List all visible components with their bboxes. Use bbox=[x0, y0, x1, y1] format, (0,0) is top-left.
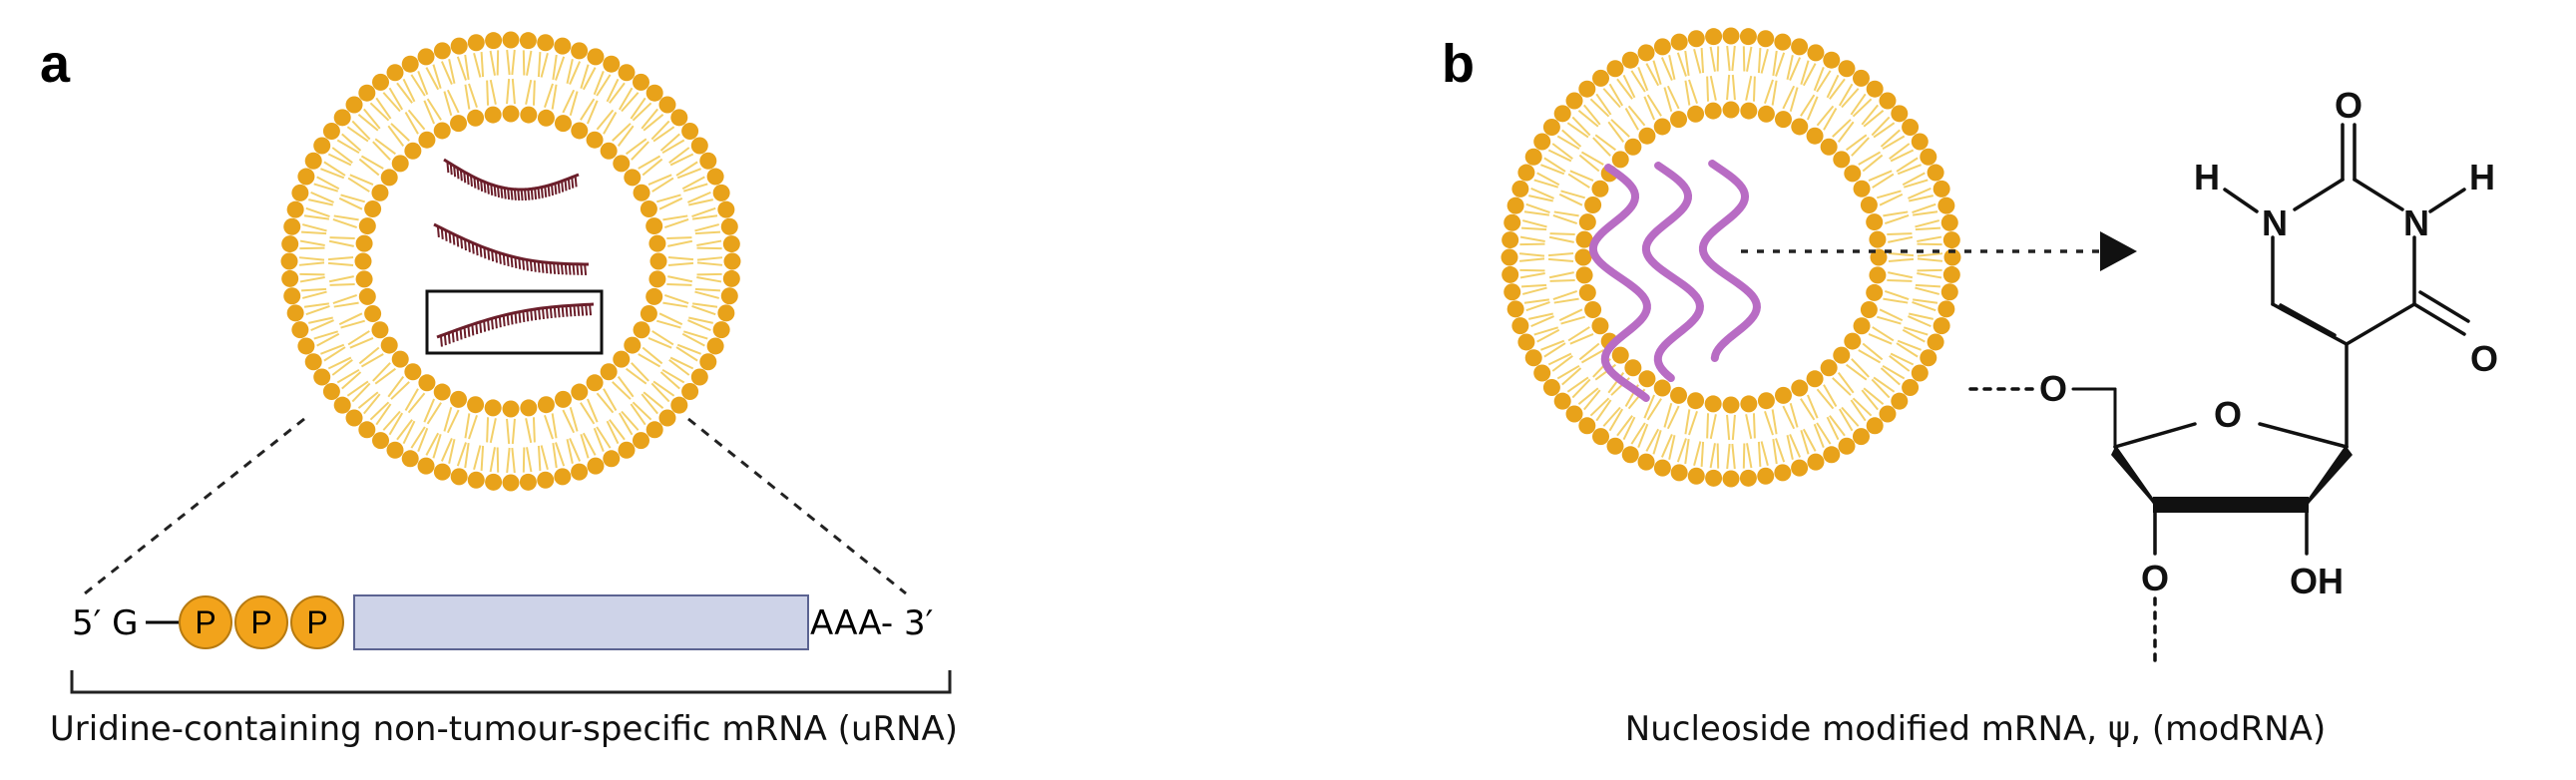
atom-o-top: O bbox=[2335, 85, 2362, 126]
zoom-line-right bbox=[687, 417, 907, 595]
atom-o-link: O bbox=[2039, 368, 2067, 409]
phosphate-2: P bbox=[234, 595, 288, 649]
atom-o-right: O bbox=[2470, 338, 2498, 379]
atom-h-right: H bbox=[2469, 157, 2495, 197]
atom-h-left: H bbox=[2194, 157, 2220, 197]
liposome-a bbox=[280, 31, 741, 492]
mrna-strands-a bbox=[433, 158, 595, 347]
caption-a: Uridine-containing non-tumour-specific m… bbox=[50, 709, 958, 749]
three-prime-label: AAA- 3′ bbox=[810, 603, 933, 643]
construct-bracket bbox=[70, 670, 952, 694]
highlight-box bbox=[425, 289, 604, 355]
caption-b: Nucleoside modified mRNA, ψ, (modRNA) bbox=[1625, 709, 2326, 749]
coding-region-box bbox=[353, 594, 809, 650]
panel-letter-b: b bbox=[1442, 34, 1475, 94]
atom-oh: OH bbox=[2290, 561, 2344, 601]
zoom-line-left bbox=[84, 417, 305, 595]
phosphate-1: P bbox=[179, 595, 232, 649]
wedge-bottom bbox=[2153, 497, 2309, 513]
arrow-head bbox=[2100, 231, 2137, 271]
wedge-right bbox=[2301, 447, 2353, 513]
panel-letter-a: a bbox=[40, 34, 71, 94]
svg-text:P: P bbox=[306, 604, 327, 640]
wedge-left bbox=[2111, 447, 2161, 513]
atom-n-left: N bbox=[2262, 202, 2288, 243]
five-prime-label: 5′ G bbox=[72, 603, 139, 643]
liposome-b bbox=[1501, 27, 1961, 488]
atom-n-right: N bbox=[2403, 202, 2429, 243]
svg-text:P: P bbox=[195, 604, 215, 640]
atom-o-ring: O bbox=[2214, 394, 2242, 435]
svg-text:P: P bbox=[250, 604, 271, 640]
modrna-strands-b bbox=[1588, 160, 1761, 402]
atom-o-bottom: O bbox=[2141, 558, 2169, 598]
phosphate-3: P bbox=[290, 595, 344, 649]
